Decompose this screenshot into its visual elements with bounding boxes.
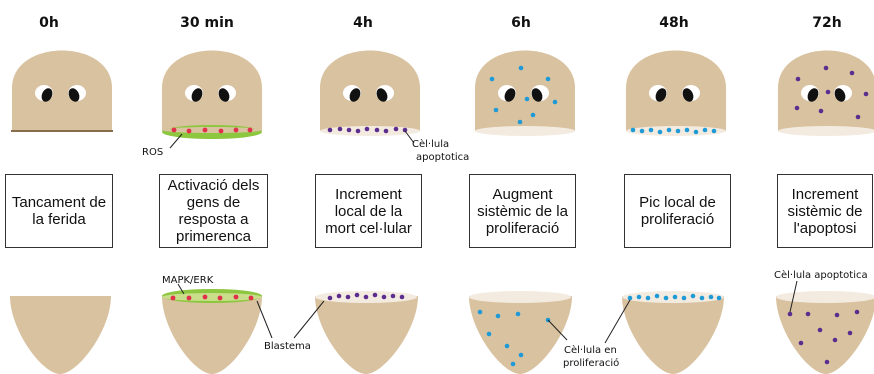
description-box-30min: Activació dels gens de resposta a primer… (159, 174, 268, 248)
planarian-tail-48h (605, 291, 724, 374)
planarian-tail-30min (162, 284, 272, 374)
mapk-erk-label: MAPK/ERK (162, 275, 214, 286)
description-box-72h: Increment sistèmic de l'apoptosi (777, 174, 873, 248)
description-text-4h: Increment local de la mort cel·lular (325, 186, 412, 237)
description-box-48h: Pic local de proliferació (624, 174, 731, 248)
apoptotic-cell-label-top-1: Cèl·lula (412, 138, 449, 150)
time-label-30min: 30 min (180, 15, 234, 31)
time-label-72h: 72h (812, 15, 841, 31)
description-box-6h: Augment sistèmic de la proliferació (469, 174, 576, 248)
planarian-head-6h (475, 51, 575, 137)
time-label-6h: 6h (511, 15, 531, 31)
description-box-4h: Increment local de la mort cel·lular (315, 174, 422, 248)
apoptotic-cell-label-top-2: apoptotica (416, 152, 469, 163)
planarian-tail-0h (10, 296, 111, 374)
proliferating-cell-label-2: proliferació (563, 357, 619, 369)
planarian-head-0h (11, 51, 113, 132)
description-text-6h: Augment sistèmic de la proliferació (477, 186, 568, 237)
planarian-head-4h (320, 51, 420, 144)
description-text-72h: Increment sistèmic de l'apoptosi (787, 186, 862, 237)
proliferating-cell-label-1: Cèl·lula en (564, 344, 617, 356)
time-label-48h: 48h (659, 15, 688, 31)
description-text-48h: Pic local de proliferació (639, 194, 716, 228)
planarian-head-30min (162, 51, 262, 149)
planarian-tail-72h (776, 281, 874, 374)
planarian-head-72h (778, 51, 874, 137)
blastema-label: Blastema (264, 341, 311, 352)
ros-label: ROS (142, 147, 163, 158)
description-text-0h: Tancament de la ferida (12, 194, 106, 228)
planarian-head-48h (626, 51, 726, 137)
time-label-0h: 0h (39, 15, 59, 31)
time-label-4h: 4h (353, 15, 373, 31)
planarian-tail-4h (294, 291, 418, 374)
planarian-tail-6h (469, 291, 572, 374)
apoptotic-cell-label-bottom: Cèl·lula apoptotica (774, 269, 868, 281)
description-text-30min: Activació dels gens de resposta a primer… (168, 177, 260, 245)
description-box-0h: Tancament de la ferida (5, 174, 113, 248)
